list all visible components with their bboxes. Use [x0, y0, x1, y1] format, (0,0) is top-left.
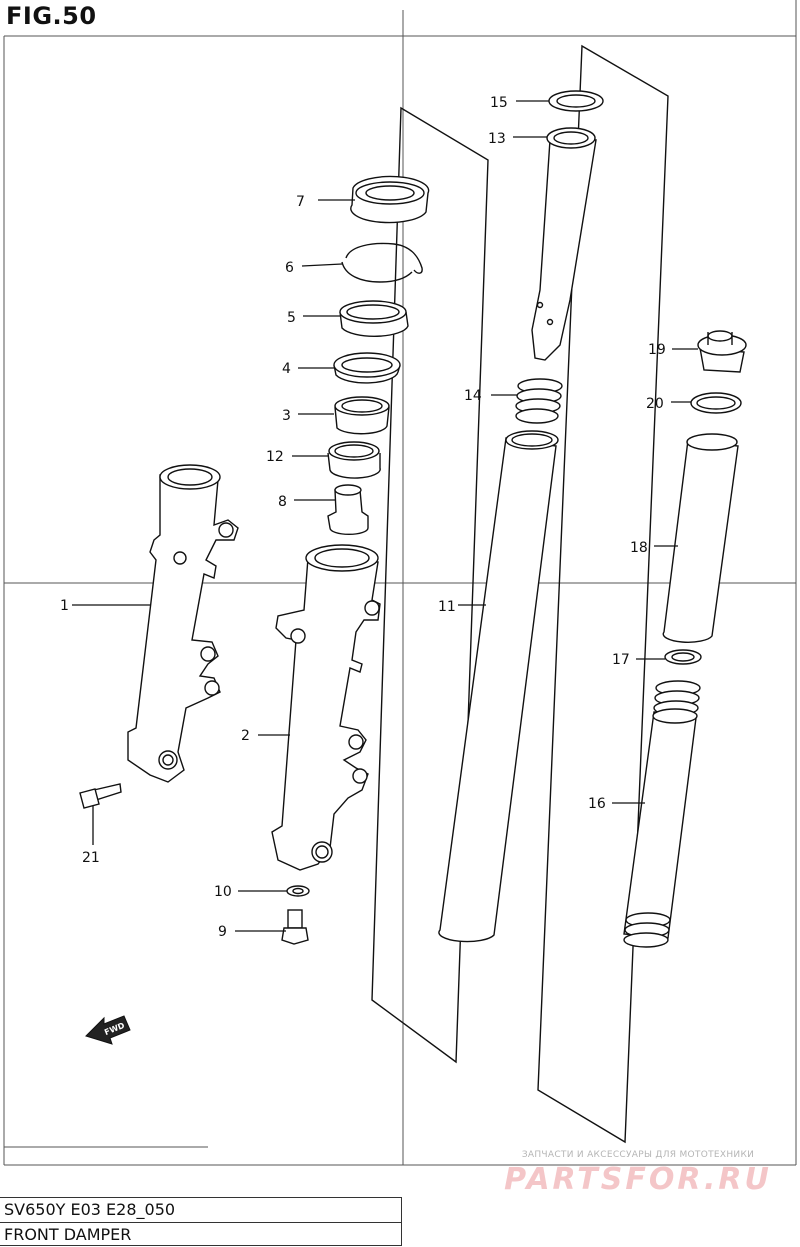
- callout-17: 17: [612, 652, 630, 668]
- callout-4: 4: [282, 361, 291, 377]
- figure-title: FIG.50: [6, 2, 97, 30]
- part-8-oil-lock-piece: [327, 484, 369, 536]
- part-3-bushing: [334, 396, 390, 435]
- part-17-washer: [664, 649, 702, 665]
- callout-15: 15: [490, 95, 508, 111]
- callout-7: 7: [296, 194, 305, 210]
- part-1-outer-tube-left: [127, 464, 239, 783]
- callout-numbers: 15 13 7 6 5 4 3 12 8 14 11 19 20 18 17 1…: [60, 95, 666, 940]
- callout-12: 12: [266, 449, 284, 465]
- part-7-oil-seal: [350, 175, 430, 224]
- part-18-spacer-tube: [662, 433, 739, 643]
- part-19-cap-bolt: [697, 330, 747, 373]
- title-block: SV650Y E03 E28_050 FRONT DAMPER: [0, 1197, 402, 1246]
- callout-11: 11: [438, 599, 456, 615]
- assembly-guide-frames: [371, 44, 669, 1144]
- part-20-o-ring: [690, 392, 742, 414]
- callout-6: 6: [285, 260, 294, 276]
- callout-18: 18: [630, 540, 648, 556]
- callout-2: 2: [241, 728, 250, 744]
- model-code: SV650Y E03 E28_050: [4, 1200, 176, 1219]
- callout-20: 20: [646, 396, 664, 412]
- part-6-snap-ring: [341, 242, 423, 283]
- callout-19: 19: [648, 342, 666, 358]
- part-21-bolt: [79, 783, 122, 809]
- part-12-bushing: [327, 441, 381, 479]
- watermark: ЗАПЧАСТИ И АКСЕССУАРЫ ДЛЯ МОТОТЕХНИКИ PA…: [488, 1150, 788, 1197]
- part-5-spacer: [339, 300, 409, 337]
- callout-16: 16: [588, 796, 606, 812]
- part-4-washer: [333, 352, 401, 384]
- callout-10: 10: [214, 884, 232, 900]
- part-2-outer-tube-right: [271, 544, 381, 871]
- part-16-fork-spring: [623, 680, 701, 948]
- part-10-gasket: [286, 885, 310, 897]
- part-11-inner-tube: [438, 430, 559, 943]
- section-name: FRONT DAMPER: [0, 1222, 401, 1247]
- callout-21: 21: [82, 850, 100, 866]
- part-9-drain-bolt: [281, 909, 309, 945]
- callout-1: 1: [60, 598, 69, 614]
- callout-leaders: [72, 100, 698, 932]
- outer-tube-guide: [371, 106, 489, 1064]
- watermark-tagline: ЗАПЧАСТИ И АКСЕССУАРЫ ДЛЯ МОТОТЕХНИКИ: [521, 1150, 755, 1160]
- part-15-ring: [548, 90, 604, 112]
- callout-9: 9: [218, 924, 227, 940]
- callout-8: 8: [278, 494, 287, 510]
- part-13-damper-rod: [531, 127, 597, 361]
- part-14-spring: [515, 378, 563, 424]
- forward-direction-arrow: FWD: [85, 1015, 131, 1045]
- watermark-brand: PARTSFOR.RU: [504, 1162, 772, 1197]
- callout-13: 13: [488, 131, 506, 147]
- inner-damper-guide: [537, 44, 669, 1144]
- callout-3: 3: [282, 408, 291, 424]
- callout-5: 5: [287, 310, 296, 326]
- callout-14: 14: [464, 388, 482, 404]
